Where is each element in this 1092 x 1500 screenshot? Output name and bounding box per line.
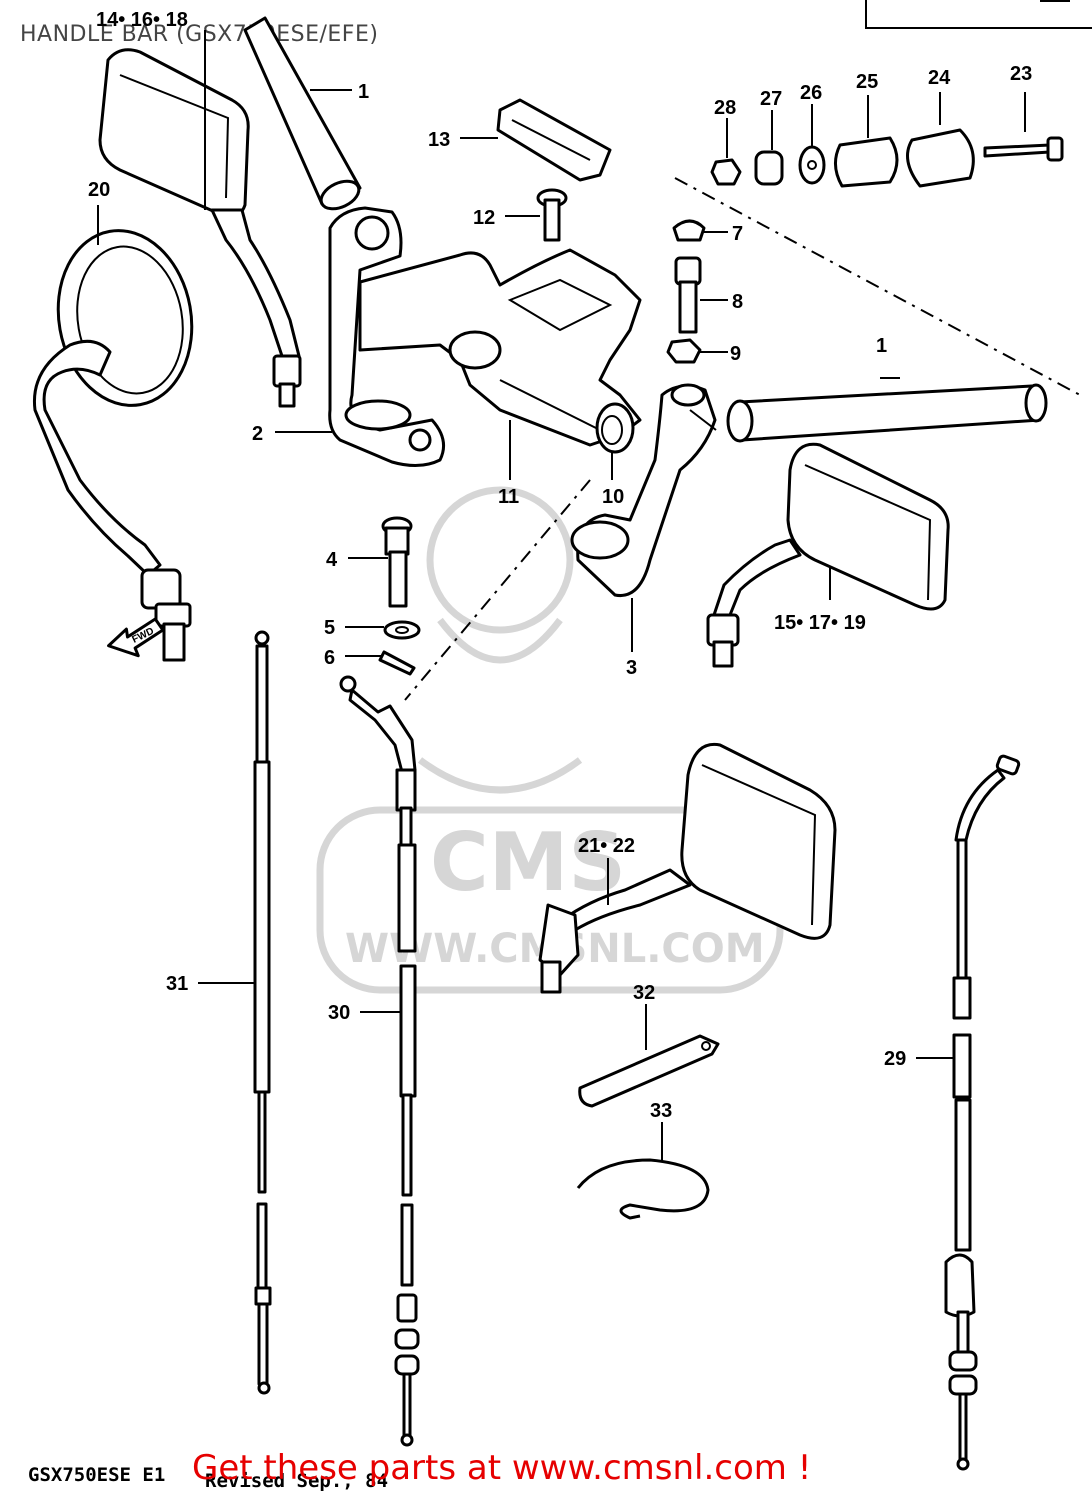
revision-note: Revised Sep., 84 [205,1470,389,1492]
reference-line-right [674,177,1081,396]
part-26-washer [798,145,826,185]
part-32-strap [578,1034,720,1108]
callout-23: 23 [1010,63,1032,85]
part-1-left-handlebar [243,16,362,211]
callout-20: 20 [88,179,110,201]
part-5-washer [383,620,421,640]
callout-5: 5 [324,617,335,639]
callout-26: 26 [800,82,822,104]
fwd-arrow-icon: FWD [107,617,165,658]
callout-labels: 1 1 2 3 4 5 6 7 8 9 10 11 12 13 14• 16• … [88,9,1032,1122]
callout-32: 32 [633,982,655,1004]
callout-1-right: 1 [876,335,887,357]
part-21-mirror-lower [538,742,837,994]
callout-15-17-19: 15• 17• 19 [774,612,866,634]
part-31-cable [253,630,272,1395]
part-27-collar [754,150,784,186]
callout-9: 9 [730,343,741,365]
part-14-mirror-upper-left [98,48,302,408]
part-4-bolt [381,516,413,608]
part-1-right-handlebar-tube [726,383,1048,443]
reference-line-center [404,479,591,701]
part-15-mirror-right [706,442,950,668]
part-10-bush [595,402,635,454]
callout-11: 11 [498,486,519,508]
callout-10: 10 [602,486,624,508]
part-30-cable [339,675,420,1447]
callout-31: 31 [166,973,188,995]
callout-21-22: 21• 22 [578,835,635,857]
cmsnl-parts-link[interactable]: Get these parts at www.cmsnl.com ! [192,1448,812,1488]
part-13-emblem [496,98,612,182]
part-12-bolt [536,188,568,242]
part-9-nut [666,338,702,364]
callout-13: 13 [428,129,450,151]
callout-6: 6 [324,647,335,669]
leader-lines [97,30,1026,1162]
callout-7: 7 [732,223,743,245]
part-8-bolt [674,256,702,334]
part-3-right-handlebar [570,383,717,598]
part-28-nut [710,158,742,186]
part-7-cap [672,219,706,242]
callout-12: 12 [473,207,495,229]
part-20-round-mirror [32,229,194,662]
diagram-title: HANDLE BAR (GSX750ESE/EFE) [20,22,379,47]
part-29-cable [944,754,1021,1471]
callout-24: 24 [928,67,951,89]
part-23-screw [983,136,1064,162]
part-33-spring-clip [576,1158,710,1220]
model-code: GSX750ESE E1 [28,1464,166,1486]
callout-1-upper: 1 [358,81,369,103]
part-25-weight [834,136,899,188]
callout-3: 3 [626,657,637,679]
callout-25: 25 [856,71,878,93]
part-24-bar-end [906,128,975,188]
callout-27: 27 [760,88,782,110]
callout-4: 4 [326,549,338,571]
callout-29: 29 [884,1048,906,1070]
watermark-brand: CMS [430,816,626,909]
callout-30: 30 [328,1002,350,1024]
part-2-handlebar-holder [328,206,446,467]
callout-14-16-18: 14• 16• 18 [96,9,188,31]
callout-8: 8 [732,291,743,313]
callout-33: 33 [650,1100,672,1122]
corner-frame [865,0,1092,29]
part-11-bridge [358,248,642,447]
callout-2: 2 [252,423,263,445]
callout-28: 28 [714,97,736,119]
part-6-clip [378,650,416,676]
